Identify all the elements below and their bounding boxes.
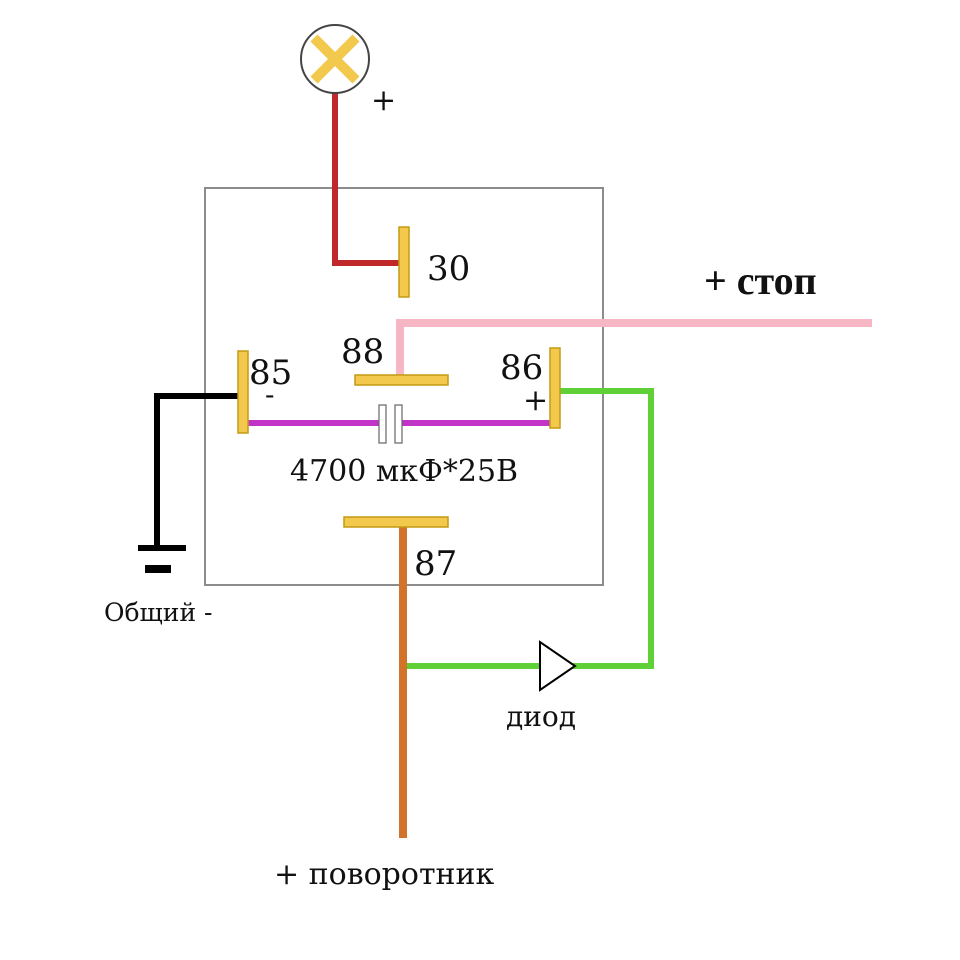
lamp-plus-sign: + <box>371 83 396 118</box>
terminal-30 <box>398 226 410 298</box>
stop-wire <box>396 319 872 378</box>
turn-signal-label: + поворотник <box>274 857 495 892</box>
capacitor-plate-right <box>394 404 403 444</box>
pin-87-label: 87 <box>414 544 457 584</box>
stop-label: + стоп <box>704 258 817 303</box>
ground-bar-top <box>138 545 186 551</box>
terminal-85 <box>237 350 249 434</box>
ground-label: Общий - <box>104 598 213 627</box>
terminal-87 <box>343 516 449 528</box>
ground-wire <box>154 393 242 548</box>
diode-wire-right <box>558 388 654 669</box>
diode-symbol <box>539 640 577 692</box>
lamp-wire <box>332 93 402 266</box>
pin-85-label: 85 <box>249 353 292 393</box>
capacitor-plate-left <box>378 404 387 444</box>
capacitor-label: 4700 мкФ*25В <box>290 454 518 489</box>
terminal-86 <box>549 347 561 429</box>
pin-88-label: 88 <box>341 332 384 372</box>
pin-86-label: 86 <box>500 348 543 388</box>
pin-30-label: 30 <box>427 249 470 289</box>
lamp-cross-b <box>310 34 360 84</box>
diode-label: диод <box>506 700 576 733</box>
pin-86-plus-sign: + <box>523 383 548 418</box>
ground-bar-bottom <box>145 565 171 573</box>
terminal-88 <box>354 374 449 386</box>
pin-85-minus-sign: - <box>265 378 274 411</box>
